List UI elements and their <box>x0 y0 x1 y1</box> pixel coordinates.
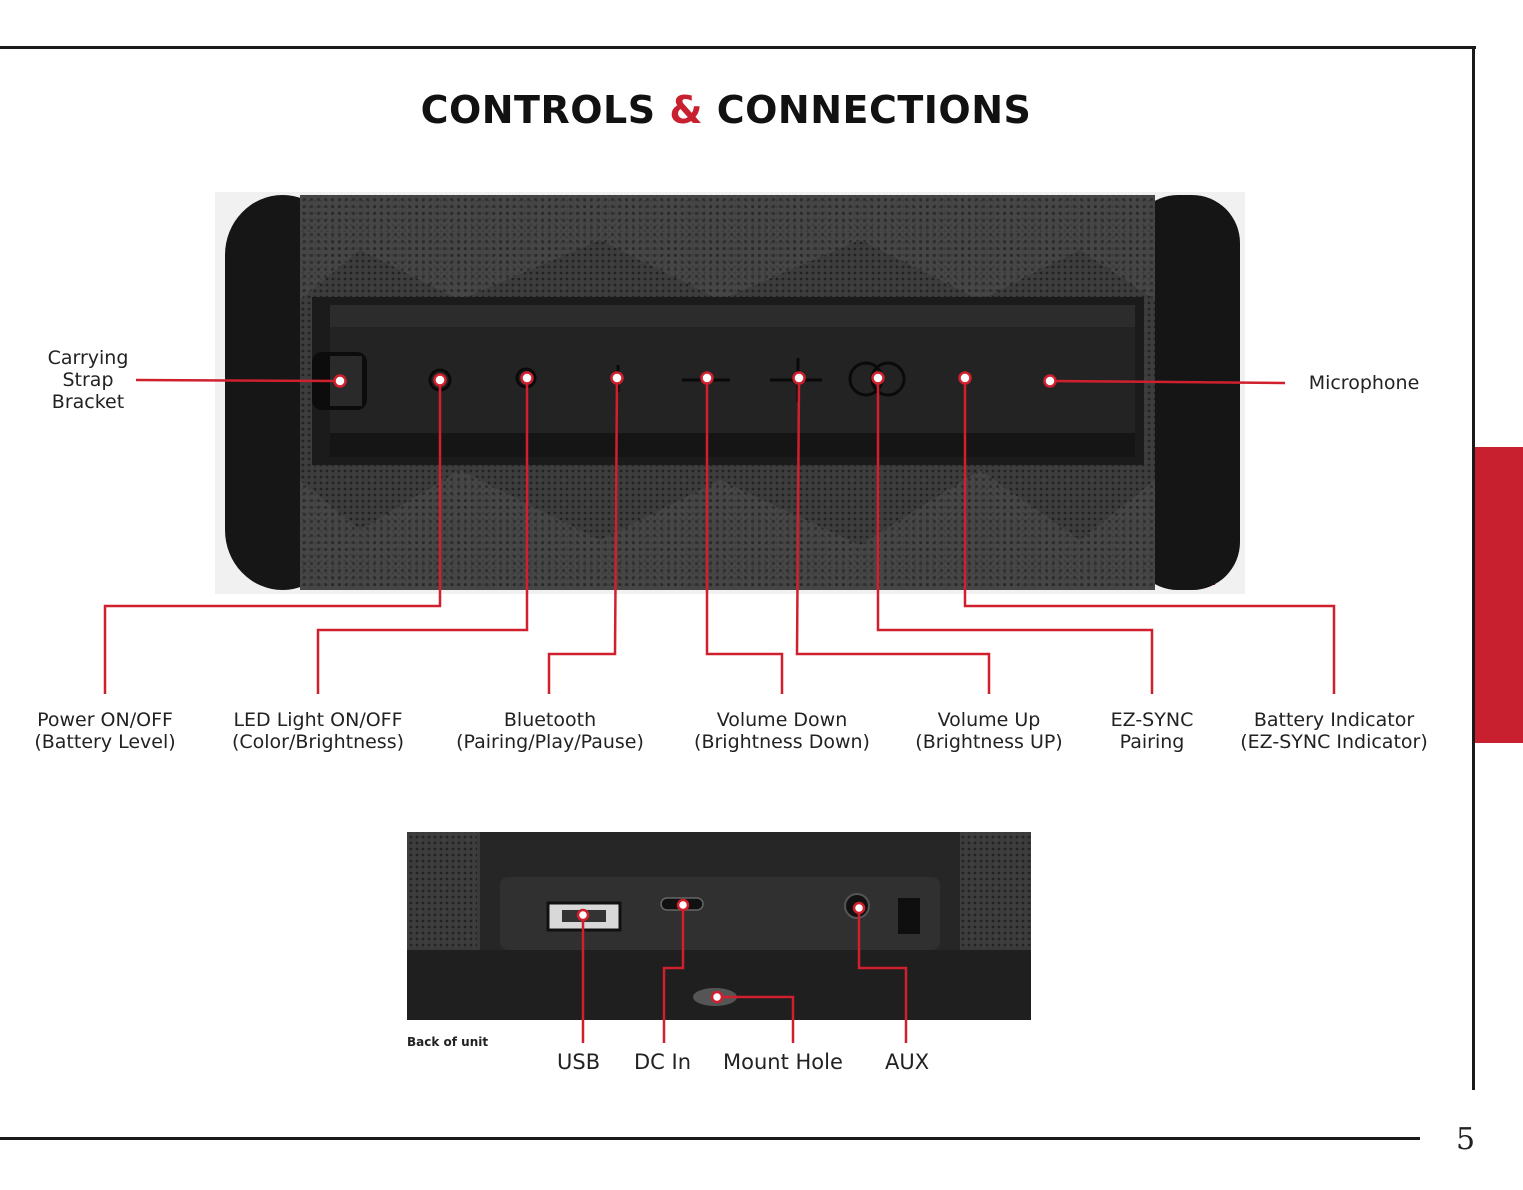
speaker-body <box>215 192 1245 594</box>
carrying-strap-line3: Bracket <box>51 391 125 413</box>
carrying-strap-label: Carrying Strap Bracket <box>30 347 146 413</box>
leader-lines <box>103 377 1336 694</box>
dc-in-port-label: DC In <box>634 1050 692 1074</box>
bluetooth-label-line1: Bluetooth <box>503 709 597 731</box>
title-controls: CONTROLS <box>420 88 656 132</box>
back-of-unit-caption: Back of unit <box>407 1035 489 1049</box>
volume-down-label-line1: Volume Down <box>716 709 848 731</box>
mount-hole-label: Mount Hole <box>723 1050 843 1074</box>
title-ampersand: & <box>669 88 703 132</box>
ez-sync-label-line1: EZ-SYNC <box>1110 709 1194 731</box>
carrying-strap-line2: Strap <box>62 369 114 391</box>
title-connections: CONNECTIONS <box>716 88 1032 132</box>
led-light-label: LED Light ON/OFF (Color/Brightness) <box>208 709 428 753</box>
power-label-line2: (Battery Level) <box>34 731 176 753</box>
volume-up-label-line1: Volume Up <box>937 709 1041 731</box>
battery-indicator-label-line1: Battery Indicator <box>1253 709 1415 731</box>
battery-indicator-label: Battery Indicator (EZ-SYNC Indicator) <box>1222 709 1446 753</box>
microphone-label: Microphone <box>1308 372 1420 394</box>
bluetooth-label: Bluetooth (Pairing/Play/Pause) <box>437 709 663 753</box>
bottom-rule <box>0 1137 1420 1140</box>
page-number: 5 <box>1456 1122 1476 1157</box>
power-label-line1: Power ON/OFF <box>37 709 173 731</box>
aux-port-label: AUX <box>885 1050 930 1074</box>
volume-down-label: Volume Down (Brightness Down) <box>680 709 884 753</box>
section-tab <box>1475 447 1523 743</box>
back-leader-lines <box>581 905 908 1043</box>
led-light-label-line1: LED Light ON/OFF <box>233 709 403 731</box>
page-title: CONTROLS & CONNECTIONS <box>0 88 1452 132</box>
power-label: Power ON/OFF (Battery Level) <box>10 709 200 753</box>
back-of-unit-photo <box>407 832 1031 1020</box>
bluetooth-label-line2: (Pairing/Play/Pause) <box>456 731 644 753</box>
volume-down-label-line2: (Brightness Down) <box>694 731 870 753</box>
volume-up-label-line2: (Brightness UP) <box>915 731 1063 753</box>
right-rule <box>1472 46 1475 1090</box>
battery-indicator-label-line2: (EZ-SYNC Indicator) <box>1240 731 1428 753</box>
volume-up-label: Volume Up (Brightness UP) <box>896 709 1082 753</box>
back-callout-dots <box>576 898 866 1004</box>
top-rule <box>0 46 1476 49</box>
callout-dots <box>333 371 1057 388</box>
usb-port-label: USB <box>557 1050 601 1074</box>
led-light-label-line2: (Color/Brightness) <box>231 731 405 753</box>
ez-sync-label-line2: Pairing <box>1119 731 1185 753</box>
ez-sync-label: EZ-SYNC Pairing <box>1088 709 1216 753</box>
carrying-strap-line1: Carrying <box>47 347 129 369</box>
